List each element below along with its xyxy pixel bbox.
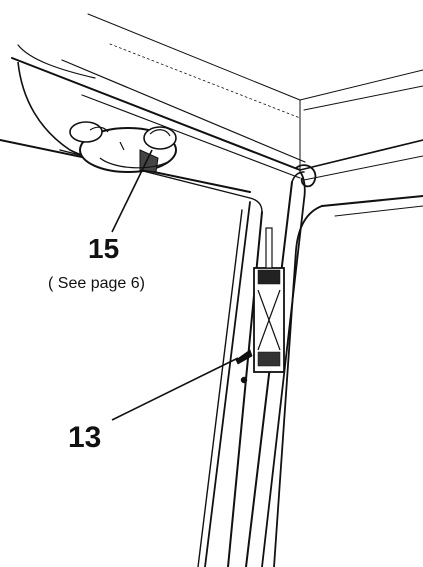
interior-lamp [69, 121, 177, 173]
ceiling-panel-outline [0, 13, 423, 217]
leader-line-15 [111, 149, 153, 233]
leader-line-13 [111, 357, 239, 421]
callout-label-15: 15 [88, 233, 119, 264]
reference-note-15: ( See page 6) [48, 275, 145, 292]
door-latch [235, 227, 285, 384]
callout-label-13: 13 [68, 421, 101, 454]
leader-lines [111, 149, 239, 421]
corner-hook [295, 164, 317, 188]
